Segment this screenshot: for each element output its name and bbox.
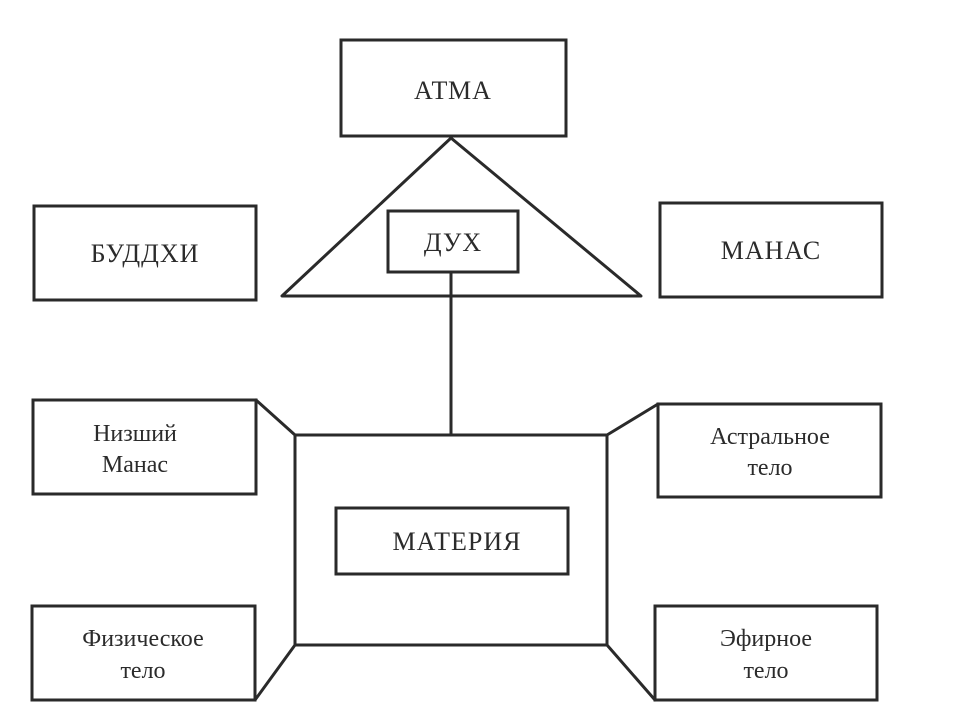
node-astral-body: Астральное тело — [656, 402, 883, 499]
physical-body-line-1: Физическое — [82, 626, 204, 652]
materiya-box — [334, 506, 570, 576]
buddhi-box — [32, 204, 258, 302]
manas-box — [658, 201, 884, 299]
physical-body-box — [30, 604, 257, 702]
atma-box — [339, 38, 568, 138]
etheric-body-box — [653, 604, 879, 702]
physical-body-line-2: тело — [120, 658, 165, 684]
node-physical-body: Физическое тело — [30, 604, 257, 702]
atma-label: АТМА — [414, 76, 492, 105]
manas-label: МАНАС — [721, 236, 822, 265]
buddhi-label: БУДДХИ — [91, 239, 200, 268]
node-etheric-body: Эфирное тело — [653, 604, 879, 702]
link-astral-body — [605, 402, 660, 437]
lower-manas-line-2: Манас — [102, 452, 168, 478]
astral-body-line-1: Астральное — [710, 424, 830, 450]
node-dukh: ДУХ — [386, 209, 520, 274]
dukh-box — [386, 209, 520, 274]
astral-body-line-2: тело — [747, 455, 792, 481]
materiya-label: МАТЕРИЯ — [393, 527, 522, 556]
lower-manas-box — [31, 398, 258, 496]
dukh-label: ДУХ — [424, 228, 482, 257]
lower-manas-line-1: Низший — [93, 421, 177, 447]
link-lower-manas — [254, 398, 297, 437]
etheric-body-line-2: тело — [743, 658, 788, 684]
node-materiya: МАТЕРИЯ — [334, 506, 570, 576]
node-manas: МАНАС — [658, 201, 884, 299]
spirit-triangle — [280, 136, 643, 298]
etheric-body-line-1: Эфирное — [720, 626, 812, 652]
node-lower-manas: Низший Манас — [31, 398, 258, 496]
node-atma: АТМА — [339, 38, 568, 138]
node-buddhi: БУДДХИ — [32, 204, 258, 302]
link-physical-body — [253, 643, 297, 702]
link-etheric-body — [605, 643, 657, 702]
astral-body-box — [656, 402, 883, 499]
